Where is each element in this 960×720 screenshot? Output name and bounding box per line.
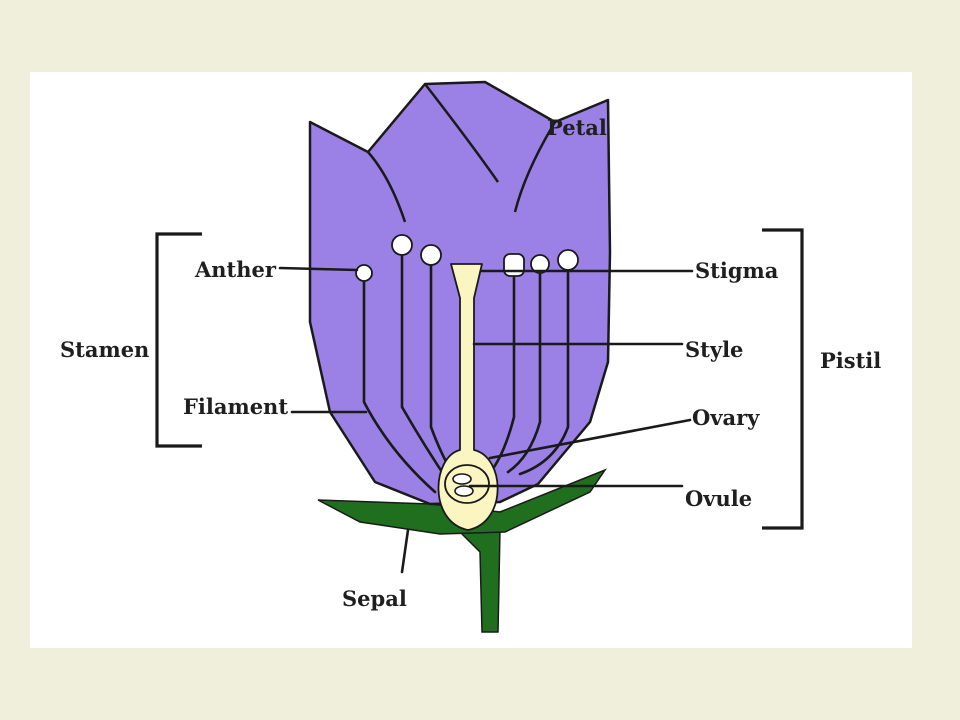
stem (456, 529, 501, 633)
pistil-structure (437, 263, 499, 531)
anther (355, 264, 373, 282)
style-label: Style (685, 337, 743, 362)
anther (503, 253, 525, 277)
petal-fold-right (513, 121, 557, 213)
ovule (452, 473, 472, 485)
stamen-label: Stamen (60, 337, 149, 362)
stamen-bracket (155, 232, 202, 448)
filament (506, 270, 542, 474)
pistil-bracket (762, 228, 804, 530)
stamens (355, 234, 579, 494)
stigma-label: Stigma (695, 258, 779, 283)
ovule-label: Ovule (685, 486, 752, 511)
ovary-pointer (488, 418, 692, 460)
filament-label: Filament (183, 394, 288, 419)
anther-label: Anther (194, 257, 277, 282)
pistil-shape (437, 263, 499, 531)
pointer-lines (278, 266, 694, 574)
flower-anatomy-diagram: Petal Anther Stamen Filament Stigma Styl… (60, 80, 881, 633)
ovule (454, 485, 474, 497)
anther (391, 234, 413, 256)
ovary-label: Ovary (692, 405, 760, 430)
anther-pointer (278, 266, 359, 272)
anther (557, 249, 579, 271)
pistil-label: Pistil (820, 348, 881, 373)
filament (518, 266, 570, 476)
petal-fold-center (424, 83, 500, 183)
filament (490, 272, 516, 472)
petal-fold-left (367, 151, 407, 223)
diagram-panel: Petal Anther Stamen Filament Stigma Styl… (30, 72, 912, 648)
petal-label: Petal (547, 115, 607, 140)
sepal-pointer (400, 528, 410, 574)
sepal-label: Sepal (342, 586, 407, 611)
filament (362, 278, 437, 494)
anther (420, 244, 442, 266)
anther (530, 254, 550, 274)
